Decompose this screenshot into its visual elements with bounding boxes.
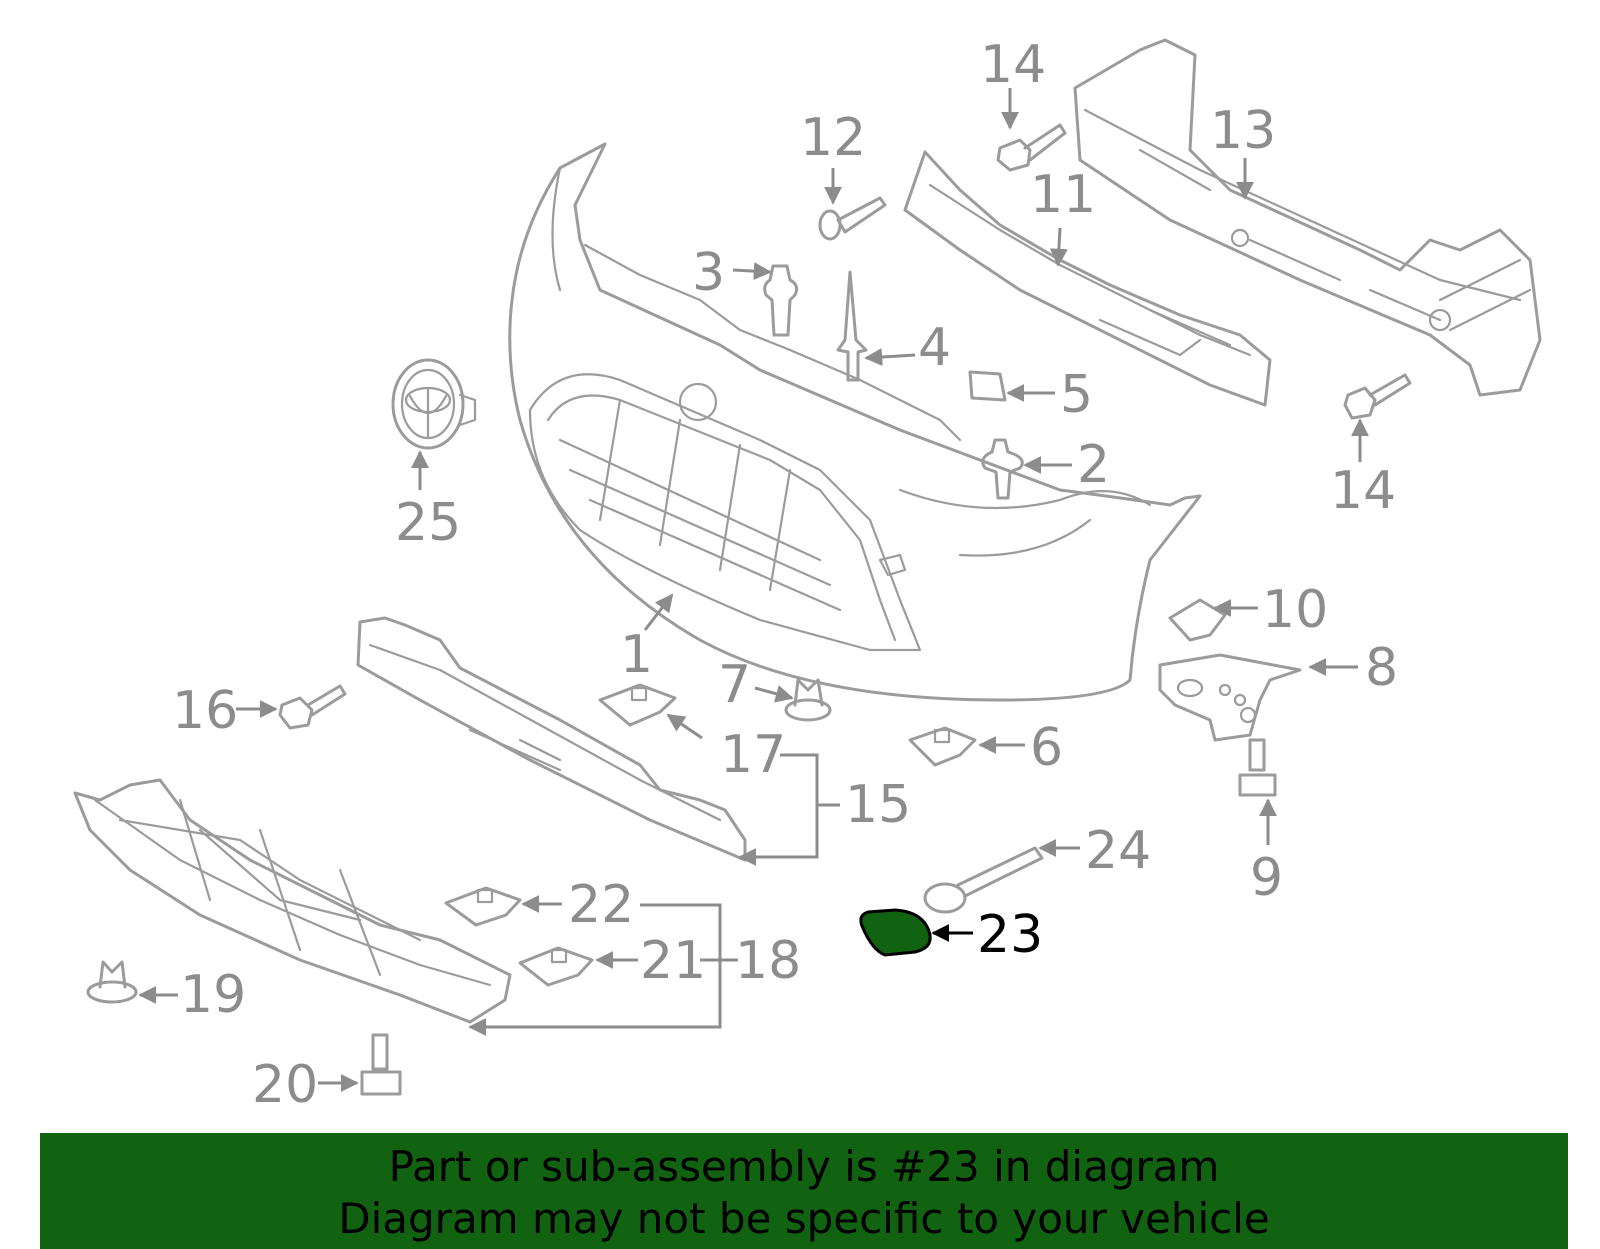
callout-10: 10	[1262, 580, 1328, 640]
nut-10	[1168, 598, 1227, 642]
nut-17	[598, 683, 677, 727]
spacer-5	[968, 370, 1007, 402]
bracket-8	[1158, 653, 1302, 742]
callout-23: 23	[977, 905, 1043, 965]
callout-17: 17	[720, 725, 786, 785]
bolt-20	[360, 1033, 402, 1096]
callout-3: 3	[692, 243, 725, 303]
callout-14-right: 14	[1330, 461, 1396, 521]
nut-6	[908, 726, 977, 767]
callout-19: 19	[180, 965, 246, 1025]
callout-9: 9	[1250, 848, 1283, 908]
callout-24: 24	[1085, 821, 1151, 881]
callout-21: 21	[640, 931, 706, 991]
banner-line-2: Diagram may not be specific to your vehi…	[338, 1194, 1270, 1243]
nut-22	[444, 886, 522, 927]
clip-19	[86, 960, 138, 1004]
emblem	[391, 358, 477, 450]
callout-15: 15	[845, 775, 911, 835]
info-banner: Part or sub-assembly is #23 in diagram D…	[40, 1133, 1568, 1249]
rivet-4	[836, 270, 868, 382]
lower-support	[356, 616, 747, 862]
callout-8: 8	[1365, 638, 1398, 698]
bumper-cover	[508, 142, 1202, 702]
callout-2: 2	[1077, 435, 1110, 495]
clip-7	[784, 678, 832, 722]
callout-12: 12	[800, 108, 866, 168]
towing-eye-24	[923, 846, 1044, 914]
highlighted-part-23	[859, 908, 932, 957]
leader-lines	[138, 88, 1369, 1092]
clip-2	[981, 438, 1024, 500]
callout-11: 11	[1030, 165, 1096, 225]
callout-labels: 1 2 3 4 5 6 7 8 9 10 11 12 13 14 14 15 1…	[172, 35, 1398, 1115]
bolt-14-right	[1343, 373, 1412, 420]
energy-absorber	[903, 150, 1272, 407]
bumper-reinforcement	[1073, 38, 1542, 397]
callout-16: 16	[172, 681, 238, 741]
nut-21	[518, 946, 594, 987]
callout-4: 4	[918, 318, 951, 378]
callout-25: 25	[395, 493, 461, 553]
callout-13: 13	[1210, 101, 1276, 161]
bolt-9	[1238, 738, 1277, 797]
callout-1: 1	[620, 625, 653, 685]
callout-6: 6	[1030, 718, 1063, 778]
callout-22: 22	[568, 875, 634, 935]
callout-20: 20	[252, 1055, 318, 1115]
callout-5: 5	[1060, 365, 1093, 425]
bolt-16	[278, 684, 347, 730]
callout-18: 18	[735, 931, 801, 991]
bolt-14-top	[996, 123, 1067, 172]
under-cover	[73, 778, 512, 1024]
clip-12	[818, 196, 887, 241]
parts-diagram: 1 2 3 4 5 6 7 8 9 10 11 12 13 14 14 15 1…	[73, 35, 1542, 1115]
callout-14-top: 14	[980, 35, 1046, 95]
callout-7: 7	[718, 655, 751, 715]
banner-line-1: Part or sub-assembly is #23 in diagram	[388, 1142, 1220, 1191]
clip-3	[763, 264, 799, 337]
